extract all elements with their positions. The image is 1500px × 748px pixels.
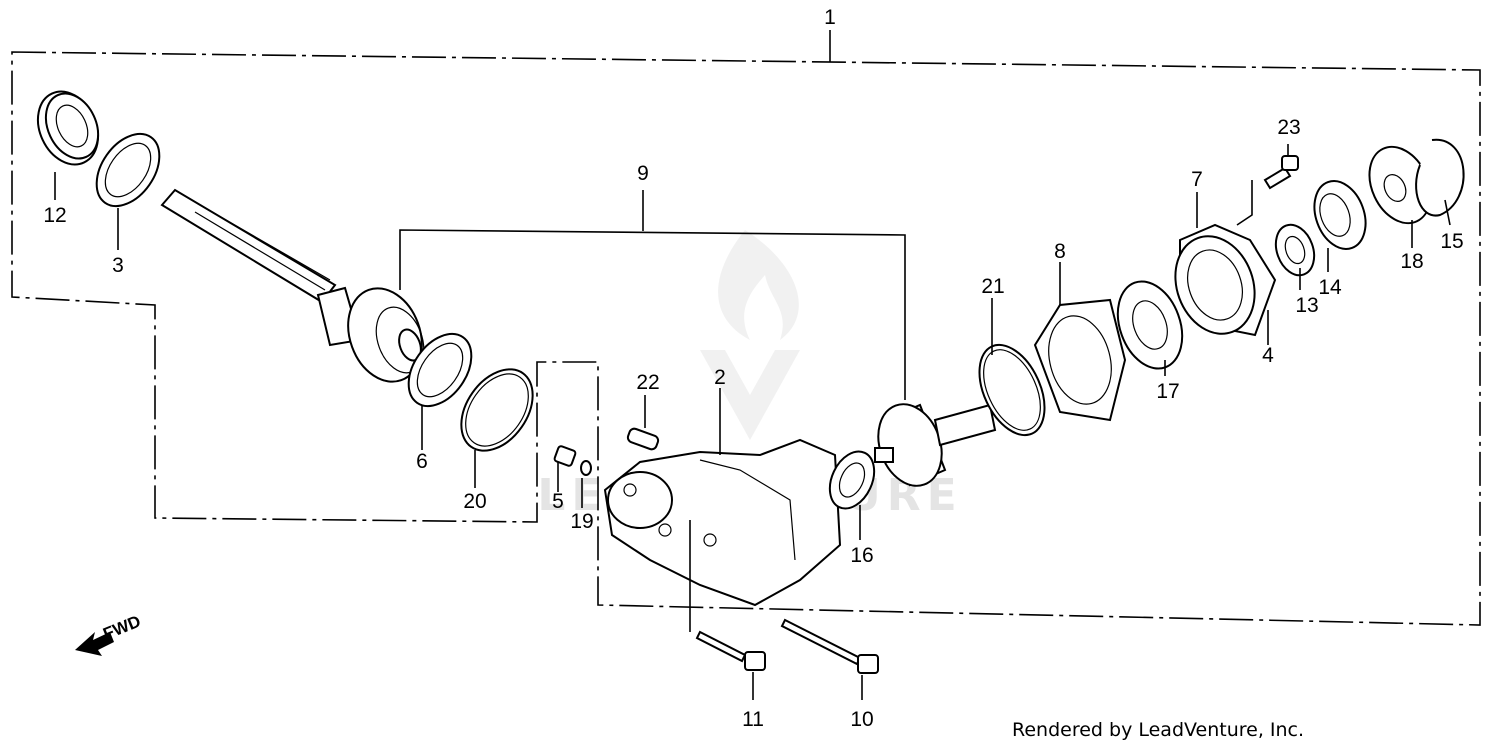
callout-19: 19: [570, 510, 593, 533]
callout-5: 5: [552, 490, 564, 513]
callout-2: 2: [714, 366, 726, 389]
subassembly-bracket: [399, 190, 906, 400]
watermark-logo: [700, 230, 800, 440]
bearing-17: [1116, 280, 1184, 376]
callout-22: 22: [636, 371, 659, 394]
shim-3: [95, 132, 161, 250]
arrow-left-icon: [75, 632, 114, 656]
callout-10: 10: [850, 708, 873, 731]
callout-20: 20: [463, 490, 486, 513]
pinion-shaft: [160, 188, 425, 383]
oil-seal-12: [36, 90, 100, 200]
callout-14: 14: [1318, 276, 1342, 299]
callout-21: 21: [981, 275, 1004, 298]
gasket-8: [1033, 262, 1127, 422]
bolt-23: [1236, 144, 1299, 226]
ring-gear: [874, 403, 997, 487]
circlip-15: [1415, 138, 1465, 226]
fwd-label: FWD: [100, 612, 143, 644]
callout-23: 23: [1277, 116, 1300, 139]
callout-15: 15: [1440, 230, 1463, 253]
shim-6: [407, 332, 473, 450]
callout-18: 18: [1400, 250, 1423, 273]
collar-13: [1274, 223, 1316, 290]
oil-seal-14: [1313, 180, 1367, 272]
callout-11: 11: [742, 708, 764, 731]
callout-9: 9: [637, 162, 649, 185]
callout-17: 17: [1156, 380, 1179, 403]
callout-7: 7: [1191, 168, 1203, 191]
bolt-11: [689, 520, 766, 700]
bolt-10: [780, 618, 879, 700]
callout-12: 12: [43, 204, 66, 227]
fwd-direction-indicator: FWD: [75, 612, 143, 656]
callout-6: 6: [416, 450, 428, 473]
dowel-pin-22: [626, 395, 660, 451]
bearing-holder-7: [1174, 192, 1277, 345]
callout-4: 4: [1262, 344, 1274, 367]
render-credit: Rendered by LeadVenture, Inc.: [1012, 719, 1304, 741]
plug-bolt-5: [553, 445, 577, 492]
o-ring-21: [978, 298, 1046, 437]
callout-16: 16: [850, 544, 873, 567]
callout-8: 8: [1054, 240, 1066, 263]
washer-19: [580, 460, 592, 508]
callout-1: 1: [824, 6, 836, 29]
assembly-outline: [11, 30, 1481, 626]
gear-case-2: [603, 388, 842, 607]
o-ring-20: [460, 368, 534, 488]
callout-3: 3: [112, 254, 124, 277]
bearing-16: [828, 450, 876, 540]
callout-13: 13: [1295, 294, 1318, 317]
